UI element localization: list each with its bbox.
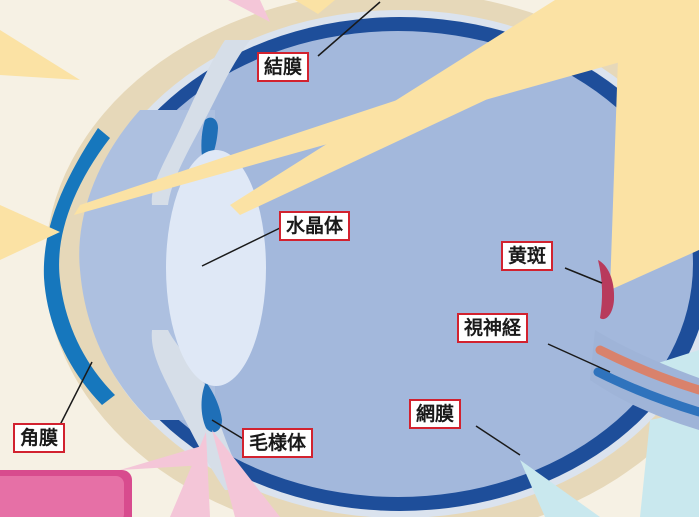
label-conjunctiva: 結膜 xyxy=(257,52,310,82)
leader-cornea xyxy=(59,361,93,426)
label-lens: 水晶体 xyxy=(279,211,351,241)
label-cornea: 角膜 xyxy=(13,423,66,453)
bottom-pink-bar-inner xyxy=(0,476,124,517)
light-ray-3 xyxy=(610,0,699,290)
leader-conjunctiva xyxy=(317,1,381,57)
ciliary-body-lower xyxy=(201,382,222,433)
label-ciliary-body: 毛様体 xyxy=(242,428,314,458)
leader-lens xyxy=(201,227,281,267)
pink-ray-left xyxy=(120,445,205,470)
optic-nerve-vessel-red xyxy=(595,345,699,395)
pink-ray-2 xyxy=(212,430,280,517)
light-ray-2 xyxy=(230,0,699,215)
leader-retina xyxy=(475,425,521,456)
cyan-ray-3 xyxy=(520,460,600,517)
label-macula: 黄斑 xyxy=(501,241,554,271)
light-ray-left-top xyxy=(0,30,80,80)
lens-shape xyxy=(166,150,266,386)
iris-upper xyxy=(151,40,250,205)
optic-nerve-vessel-blue xyxy=(593,367,699,417)
light-ray-top-small xyxy=(295,0,335,14)
cornea-shape xyxy=(43,128,115,405)
light-ray-pink-top xyxy=(228,0,270,22)
leader-optic-nerve xyxy=(547,343,611,373)
vitreous-body xyxy=(103,31,693,497)
macula-spot xyxy=(598,260,615,320)
leader-macula xyxy=(564,267,603,284)
cyan-ray-2 xyxy=(640,410,699,517)
light-ray-left-mid xyxy=(0,205,60,260)
label-optic-nerve: 視神経 xyxy=(457,313,529,343)
label-retina: 網膜 xyxy=(409,399,462,429)
